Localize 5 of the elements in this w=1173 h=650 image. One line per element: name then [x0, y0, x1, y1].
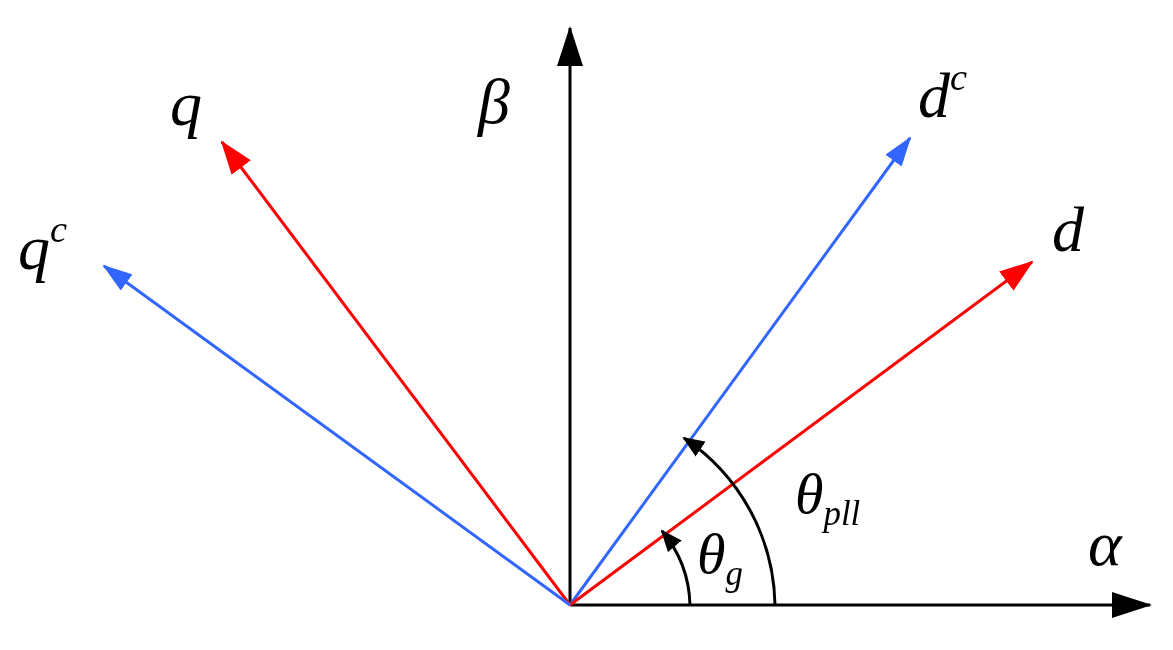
angle-label: θ$_{pll}$ [795, 465, 861, 532]
angle-label: θ$_{g}$ [697, 525, 743, 592]
vector-label: d$^{c}$ [918, 58, 968, 128]
axis-label: α [1088, 512, 1122, 576]
vector-label: d [1052, 198, 1084, 262]
